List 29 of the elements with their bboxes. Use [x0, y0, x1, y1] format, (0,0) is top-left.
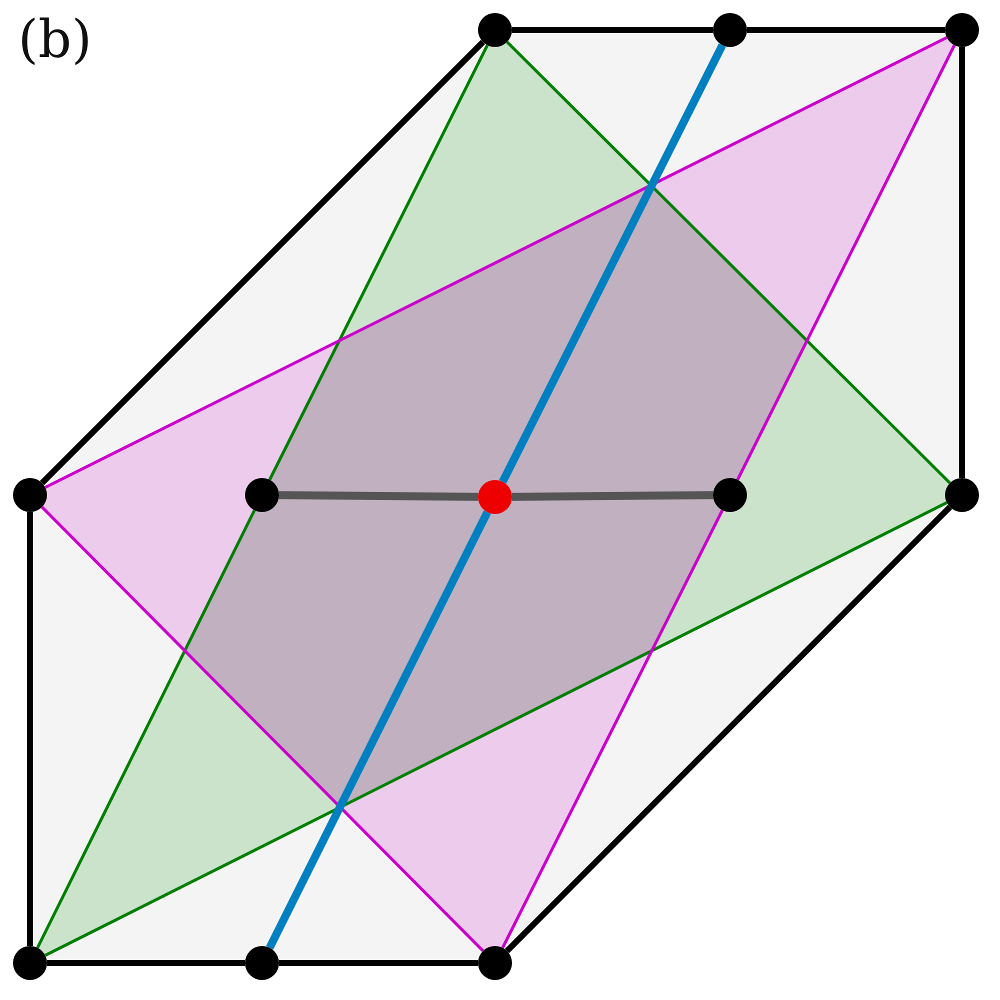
line-segment — [36, 510, 256, 948]
line-segment — [266, 510, 491, 950]
vertex-dot — [945, 478, 979, 512]
vertex-dot — [13, 478, 47, 512]
line-segment — [268, 44, 489, 480]
line-segment — [279, 960, 478, 966]
line-segment — [40, 506, 484, 952]
line-segment — [27, 512, 33, 946]
vertex-dot — [478, 13, 512, 47]
line-segment — [40, 40, 486, 486]
line-segment — [736, 44, 956, 480]
vertex-dot — [13, 946, 47, 980]
line-segment — [499, 43, 726, 484]
line-segment — [512, 27, 713, 33]
vertex-dot — [713, 13, 747, 47]
vertex-dot — [245, 946, 279, 980]
line-segment — [747, 27, 945, 33]
panel-label: (b) — [18, 10, 92, 70]
line-segment — [501, 510, 724, 948]
line-segment — [512, 491, 714, 501]
line-segment — [504, 504, 952, 954]
line-segment — [278, 491, 478, 501]
line-segment — [47, 960, 245, 966]
line-segment — [506, 40, 952, 484]
vertex-dot — [945, 13, 979, 47]
line-segment — [959, 47, 965, 478]
vertex-dot — [478, 946, 512, 980]
line-segment — [44, 36, 948, 489]
line-segment — [44, 501, 948, 957]
